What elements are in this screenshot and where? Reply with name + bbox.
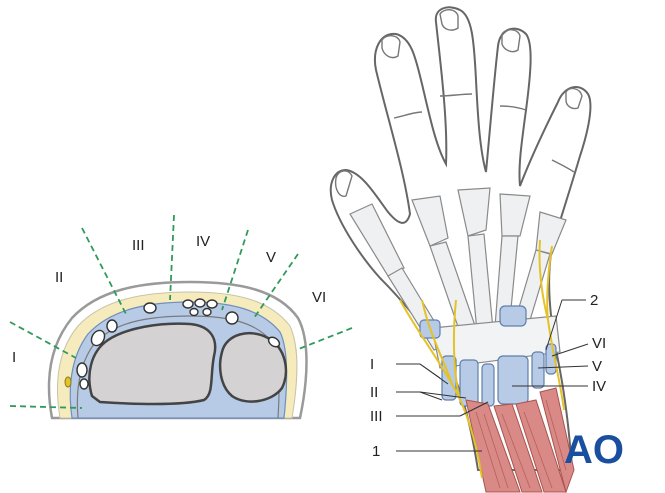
divider-line <box>253 253 299 319</box>
callout-label-2: 2 <box>590 292 598 309</box>
fibre-line <box>483 413 509 489</box>
callout-label-V: V <box>592 358 602 375</box>
nerve-branch <box>538 239 549 321</box>
nerve-branch <box>452 299 461 401</box>
crease <box>439 93 473 97</box>
crease <box>393 111 423 119</box>
divider-line <box>221 229 249 311</box>
middle-nail <box>439 9 459 31</box>
callout-label-IV: IV <box>592 378 606 395</box>
tendon <box>106 319 118 333</box>
sheath-compartment-II <box>459 359 479 407</box>
tendon-band <box>457 187 491 237</box>
index-nail <box>381 35 401 59</box>
ao-logo: AO <box>564 428 624 472</box>
callout-line-III <box>459 401 489 417</box>
muscle <box>493 403 543 493</box>
sheath-compartment-III <box>481 363 495 407</box>
sheath-compartment-V <box>531 351 545 389</box>
compartment-label-V: V <box>266 249 276 266</box>
compartment-label-I: I <box>12 349 16 366</box>
tendon <box>206 299 218 309</box>
callout-label-1: 1 <box>372 443 380 460</box>
hand-dorsal-view: 2 VI V IV I II III 1 <box>329 6 606 493</box>
callout-line-I <box>419 363 441 379</box>
fibre-line <box>523 411 553 489</box>
tendon <box>143 302 157 314</box>
nerve-branch <box>421 299 453 385</box>
radial-vessel <box>64 376 72 388</box>
tendon <box>189 307 199 317</box>
muscle-fibres <box>475 399 567 489</box>
little-nail <box>565 87 583 110</box>
ao-logo-text: AO <box>564 428 624 472</box>
compartment-label-II: II <box>55 269 63 286</box>
callout-line-II <box>419 391 443 401</box>
ulna-bone <box>218 332 288 403</box>
crease <box>499 105 527 111</box>
tendon <box>194 298 206 308</box>
tendon <box>267 336 281 348</box>
thumb-nail <box>334 170 353 197</box>
tendon-band <box>499 193 531 237</box>
wrist-cross-section: I II III IV V VI <box>9 214 353 420</box>
tendon-band <box>535 211 567 255</box>
tendon-band <box>411 195 449 247</box>
tendon <box>225 311 239 325</box>
ring-nail <box>501 29 521 53</box>
callout-line-V <box>537 365 589 369</box>
compartment-label-VI: VI <box>312 289 326 306</box>
divider-line <box>9 321 77 359</box>
callout-line-2 <box>545 299 563 351</box>
divider-line <box>295 327 353 351</box>
crease <box>551 159 575 173</box>
callout-label-III: III <box>370 408 383 425</box>
callout-line-II <box>419 391 467 399</box>
nerves <box>399 239 565 479</box>
tendon-ovals <box>76 298 281 390</box>
compartment-dividers <box>9 214 353 409</box>
callout-label-VI: VI <box>592 335 606 352</box>
tendon <box>182 299 194 309</box>
sheath-upper <box>499 305 527 327</box>
tendon <box>202 307 212 317</box>
callout-label-I: I <box>370 356 374 373</box>
dorsal-ulnar-nerve <box>546 245 565 411</box>
tendon <box>79 378 89 390</box>
radius-bone <box>88 322 217 406</box>
divider-line <box>169 214 175 301</box>
callout-label-II: II <box>370 384 378 401</box>
tendon <box>76 362 88 378</box>
finger-details <box>334 9 583 197</box>
compartment-label-III: III <box>132 237 145 254</box>
callout-line-VI <box>551 343 589 357</box>
fibre-line <box>545 399 567 471</box>
muscle <box>539 387 575 493</box>
thumb-tendon <box>349 203 405 277</box>
callout-lines <box>396 299 589 452</box>
divider-line <box>9 405 83 409</box>
fibre-line <box>475 411 501 489</box>
sheath-compartment-IV <box>497 355 529 405</box>
tendon <box>90 329 106 347</box>
divider-line <box>81 227 127 315</box>
fibre-line <box>501 413 531 489</box>
compartment-label-IV: IV <box>196 233 210 250</box>
